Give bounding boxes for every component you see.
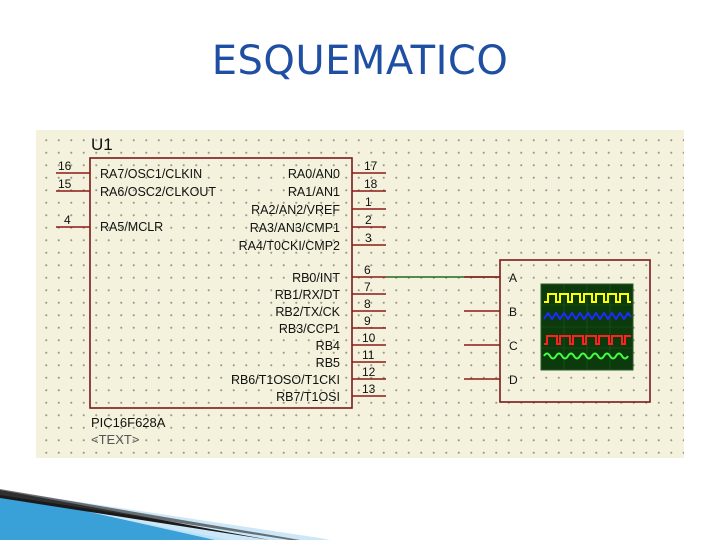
pin-num-8: 8 — [364, 297, 371, 311]
pin-num-13: 13 — [362, 382, 376, 396]
pin-num-1: 1 — [365, 195, 372, 209]
pin-label-rb5: RB5 — [316, 356, 340, 370]
pin-num-2: 2 — [365, 213, 372, 227]
pin-num-10: 10 — [362, 331, 376, 345]
chip-text-placeholder: <TEXT> — [91, 432, 139, 447]
pin-num-12: 12 — [362, 365, 376, 379]
pin-num-17: 17 — [364, 159, 378, 173]
pin-label-rb4: RB4 — [316, 339, 340, 353]
pin-label-ra6: RA6/OSC2/CLKOUT — [100, 185, 216, 199]
pin-num-11: 11 — [362, 348, 375, 362]
trace-d — [543, 352, 629, 360]
schematic-canvas: U1 PIC16F628A <TEXT> 16 15 4 RA7/OSC1/CL… — [56, 135, 651, 447]
pin-num-6: 6 — [364, 263, 371, 277]
pin-label-rb7: RB7/T1OSI — [276, 390, 340, 404]
pin-label-ra1: RA1/AN1 — [288, 185, 340, 199]
trace-c — [544, 335, 631, 345]
pin-label-rb1: RB1/RX/DT — [275, 288, 341, 302]
pin-label-rb6: RB6/T1OSO/T1CKI — [231, 373, 340, 387]
pin-label-ra4: RA4/T0CKI/CMP2 — [239, 239, 340, 253]
pin-num-16: 16 — [58, 159, 72, 173]
oscilloscope[interactable] — [499, 259, 651, 403]
pin-label-rb0: RB0/INT — [292, 271, 340, 285]
pin-num-3: 3 — [365, 231, 372, 245]
pin-num-15: 15 — [58, 177, 72, 191]
pin-label-ra0: RA0/AN0 — [288, 167, 340, 181]
chip-ref: U1 — [91, 135, 113, 154]
pin-label-ra5: RA5/MCLR — [100, 220, 163, 234]
trace-b — [543, 311, 632, 321]
scope-label-d: D — [509, 373, 518, 387]
scope-label-a: A — [509, 271, 517, 285]
slide-corner-decoration — [0, 489, 330, 540]
trace-a — [544, 293, 631, 303]
scope-label-c: C — [509, 339, 518, 353]
pin-label-ra2: RA2/AN2/VREF — [251, 203, 340, 217]
pin-num-18: 18 — [364, 177, 378, 191]
pin-label-rb3: RB3/CCP1 — [279, 322, 340, 336]
schematic-panel: U1 PIC16F628A <TEXT> 16 15 4 RA7/OSC1/CL… — [36, 130, 684, 458]
pin-label-ra7: RA7/OSC1/CLKIN — [100, 167, 202, 181]
pin-num-9: 9 — [364, 314, 371, 328]
pin-label-ra3: RA3/AN3/CMP1 — [250, 221, 340, 235]
chip-body[interactable] — [89, 157, 353, 409]
slide-title: ESQUEMATICO — [211, 38, 509, 84]
pin-label-rb2: RB2/TX/CK — [275, 305, 340, 319]
chip-part: PIC16F628A — [91, 415, 166, 430]
pin-num-7: 7 — [364, 280, 371, 294]
scope-label-b: B — [509, 305, 517, 319]
pin-num-4: 4 — [64, 213, 71, 227]
